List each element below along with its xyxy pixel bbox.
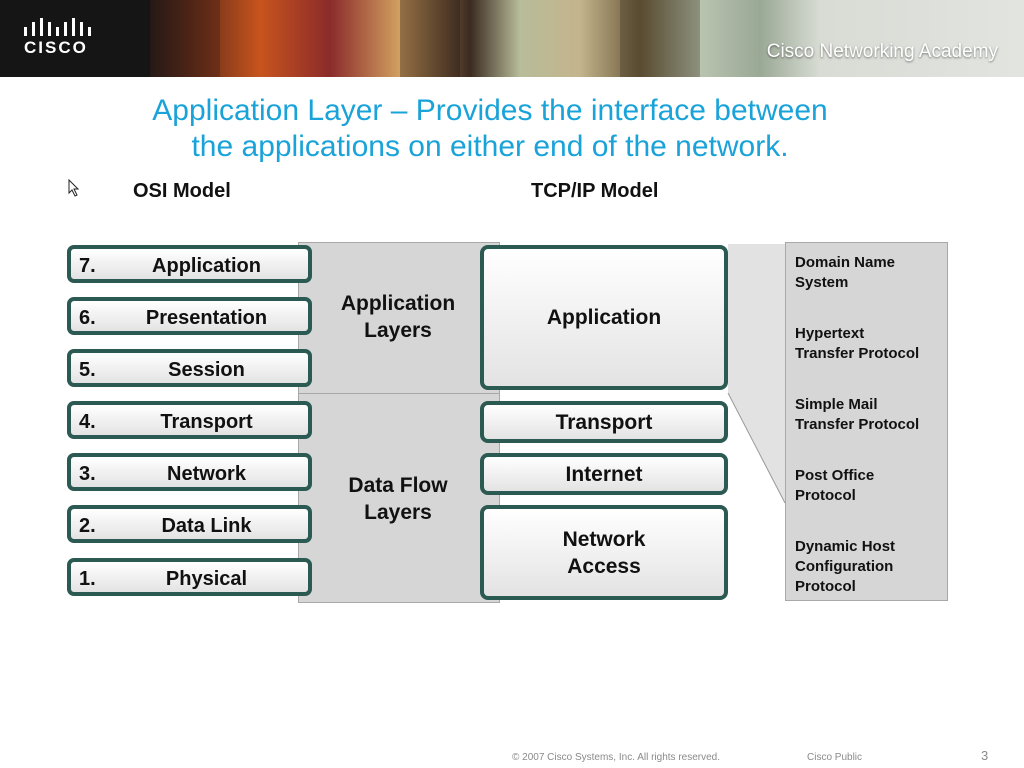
osi-model-heading: OSI Model [133, 180, 231, 202]
protocol-line: Post Office [795, 467, 875, 484]
protocol-line: Protocol [795, 487, 856, 504]
page-number: 3 [981, 748, 989, 763]
copyright-notice: © 2007 Cisco Systems, Inc. All rights re… [512, 752, 721, 763]
protocol-line: Protocol [795, 578, 856, 595]
cisco-wordmark: CISCO [24, 38, 88, 57]
osi-layer-name: Network [167, 463, 246, 485]
osi-layer-number: 4. [79, 411, 96, 433]
application-protocols-panel: Domain Name System Hypertext Transfer Pr… [785, 242, 948, 601]
group-label-line: Application [340, 292, 456, 315]
tcpip-layer-network-access: Network Access [480, 505, 728, 600]
application-layers-band [298, 242, 500, 395]
osi-layer-name: Application [152, 255, 261, 277]
slide-title: Application Layer – Provides the interfa… [60, 93, 920, 165]
tcpip-layer-label-line: Access [567, 554, 641, 578]
tcpip-layer-label-line: Network [562, 527, 646, 551]
osi-layer-name: Transport [160, 411, 253, 433]
protocol-line: Hypertext [795, 325, 865, 342]
banner-photo-strip [620, 0, 700, 77]
slide-title-line: the applications on either end of the ne… [191, 130, 789, 163]
osi-layer-network: 3. Network [67, 453, 312, 491]
osi-layer-number: 2. [79, 515, 96, 537]
data-flow-layers-label: Data Flow Layers [298, 472, 498, 526]
tcpip-layer-transport: Transport [480, 401, 728, 443]
data-flow-layers-band [298, 393, 500, 603]
osi-layer-data-link: 2. Data Link [67, 505, 312, 543]
classification-label: Cisco Public [807, 752, 863, 763]
application-layers-label: Application Layers [298, 290, 498, 344]
osi-layer-number: 7. [79, 255, 96, 277]
osi-layer-presentation: 6. Presentation [67, 297, 312, 335]
slide-title-line: Application Layer – Provides the interfa… [152, 94, 828, 127]
protocol-http: Hypertext Transfer Protocol [795, 324, 945, 364]
header-banner: CISCO Cisco Networking Academy [0, 0, 1024, 77]
academy-title: Cisco Networking Academy [766, 41, 998, 62]
osi-layer-name: Session [168, 359, 245, 381]
osi-layer-number: 1. [79, 568, 96, 590]
osi-layer-transport: 4. Transport [67, 401, 312, 439]
mouse-cursor-icon [68, 179, 80, 197]
protocol-dns: Domain Name System [795, 253, 945, 293]
cisco-logo: CISCO [0, 0, 150, 77]
osi-layer-number: 6. [79, 307, 96, 329]
cisco-bars-icon [24, 18, 91, 36]
osi-layer-application: 7. Application [67, 245, 312, 283]
protocol-line: System [795, 274, 849, 291]
osi-layer-number: 3. [79, 463, 96, 485]
tcpip-layer-internet: Internet [480, 453, 728, 495]
protocol-line: Configuration [795, 558, 894, 575]
osi-layer-name: Presentation [145, 307, 268, 329]
protocol-line: Dynamic Host [795, 538, 896, 555]
tcpip-layer-application: Application [480, 245, 728, 390]
osi-layer-physical: 1. Physical [67, 558, 312, 596]
group-label-line: Layers [364, 501, 432, 524]
protocol-line: Domain Name [795, 254, 896, 271]
protocol-smtp: Simple Mail Transfer Protocol [795, 395, 945, 435]
banner-photo-strip [150, 0, 220, 77]
tcpip-model-heading: TCP/IP Model [531, 180, 659, 202]
protocol-line: Transfer Protocol [795, 416, 920, 433]
osi-layer-number: 5. [79, 359, 96, 381]
group-label-line: Layers [364, 319, 432, 342]
protocol-line: Simple Mail [795, 396, 878, 413]
protocol-line: Transfer Protocol [795, 345, 920, 362]
protocol-dhcp: Dynamic Host Configuration Protocol [795, 537, 945, 597]
osi-layer-session: 5. Session [67, 349, 312, 387]
osi-layer-name: Data Link [161, 515, 252, 537]
banner-photo-strip [400, 0, 460, 77]
osi-layer-name: Physical [165, 568, 248, 590]
protocol-pop: Post Office Protocol [795, 466, 945, 506]
group-label-line: Data Flow [348, 474, 448, 497]
